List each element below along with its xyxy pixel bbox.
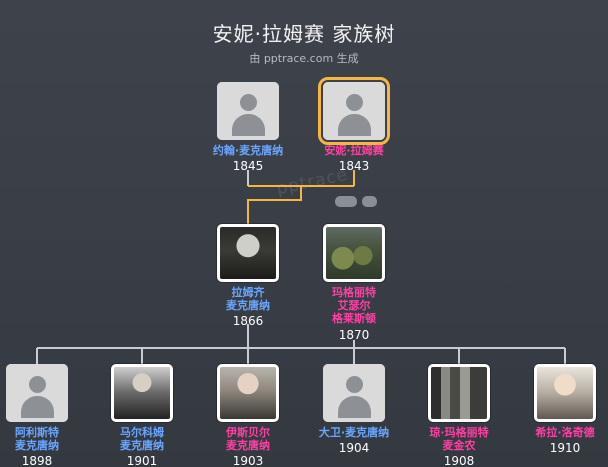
page-subtitle: 由 pptrace.com 生成 xyxy=(249,52,359,65)
person-photo-malcolm-mcdonald[interactable] xyxy=(111,364,173,422)
person-year: 1898 xyxy=(21,454,53,467)
badge-chip-2 xyxy=(362,196,377,207)
page-title: 安妮·拉姆赛 家族树 xyxy=(212,22,396,46)
person-card-malcolm-mcdonald[interactable]: 马尔科姆 麦克唐纳 1901 xyxy=(106,364,178,467)
person-photo-sheila-lochhead[interactable] xyxy=(534,364,596,422)
person-photo-alister-mcdonald[interactable] xyxy=(6,364,68,422)
badge-chip-1 xyxy=(335,196,357,207)
person-photo-ishbel-mcdonald[interactable] xyxy=(217,364,279,422)
person-year: 1845 xyxy=(232,159,264,173)
person-photo-john-mcdonald[interactable] xyxy=(217,82,279,140)
person-photo-margaret-gladstone[interactable] xyxy=(323,224,385,282)
person-name: 琼·玛格丽特 麦金农 xyxy=(429,426,489,452)
person-year: 1910 xyxy=(549,441,581,455)
person-card-sheila-lochhead[interactable]: 希拉·洛奇德 1910 xyxy=(529,364,601,455)
portrait-image xyxy=(537,367,593,419)
person-card-alister-mcdonald[interactable]: 阿利斯特 麦克唐纳 1898 xyxy=(1,364,73,467)
person-year: 1901 xyxy=(126,454,158,467)
placeholder-avatar-icon xyxy=(6,364,68,422)
person-photo-joan-mcgowan[interactable] xyxy=(428,364,490,422)
placeholder-avatar-icon xyxy=(323,364,385,422)
placeholder-avatar-icon xyxy=(217,82,279,140)
person-name: 阿利斯特 麦克唐纳 xyxy=(15,426,59,452)
person-card-ishbel-mcdonald[interactable]: 伊斯贝尔 麦克唐纳 1903 xyxy=(212,364,284,467)
person-name: 约翰·麦克唐纳 xyxy=(212,144,284,157)
placeholder-avatar-icon xyxy=(323,82,385,140)
person-name: 大卫·麦克唐纳 xyxy=(318,426,390,439)
person-photo-david-mcdonald[interactable] xyxy=(323,364,385,422)
portrait-image xyxy=(114,367,170,419)
person-year: 1870 xyxy=(338,328,370,342)
person-card-ramsay-mcdonald[interactable]: 拉姆齐 麦克唐纳 1866 xyxy=(212,224,284,328)
person-card-margaret-gladstone[interactable]: 玛格丽特 艾瑟尔 格莱斯顿 1870 xyxy=(318,224,390,342)
portrait-image xyxy=(220,367,276,419)
person-card-annie-ramsay[interactable]: 安妮·拉姆赛 1843 xyxy=(318,77,390,173)
person-year: 1866 xyxy=(232,314,264,328)
person-year: 1904 xyxy=(338,441,370,455)
person-name: 安妮·拉姆赛 xyxy=(324,144,384,157)
person-year: 1843 xyxy=(338,159,370,173)
person-year: 1908 xyxy=(443,454,475,467)
portrait-image xyxy=(326,227,382,279)
person-photo-annie-ramsay[interactable] xyxy=(318,77,390,145)
person-card-joan-mcgowan[interactable]: 琼·玛格丽特 麦金农 1908 xyxy=(423,364,495,467)
person-name: 马尔科姆 麦克唐纳 xyxy=(120,426,164,452)
person-card-john-mcdonald[interactable]: 约翰·麦克唐纳 1845 xyxy=(212,82,284,173)
person-year: 1903 xyxy=(232,454,264,467)
person-name: 希拉·洛奇德 xyxy=(535,426,595,439)
marriage-badge-group xyxy=(335,196,377,207)
person-name: 玛格丽特 艾瑟尔 格莱斯顿 xyxy=(332,286,376,325)
portrait-image xyxy=(431,367,487,419)
person-name: 伊斯贝尔 麦克唐纳 xyxy=(226,426,270,452)
portrait-image xyxy=(220,227,276,279)
person-name: 拉姆齐 麦克唐纳 xyxy=(226,286,270,312)
person-card-david-mcdonald[interactable]: 大卫·麦克唐纳 1904 xyxy=(318,364,390,455)
person-photo-ramsay-mcdonald[interactable] xyxy=(217,224,279,282)
